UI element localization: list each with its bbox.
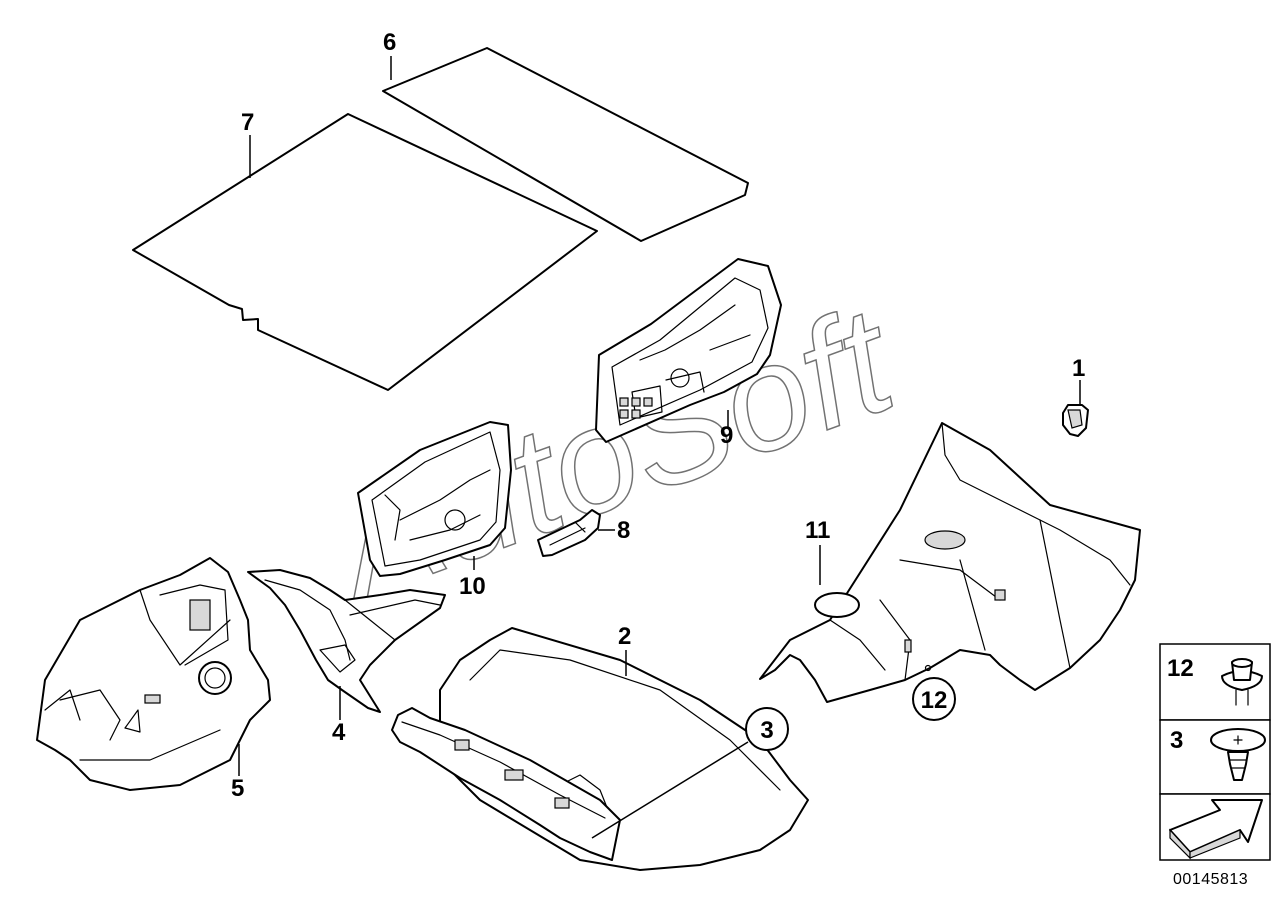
callout-4[interactable]: 4 bbox=[332, 719, 346, 746]
part-2-trunk-floor-mat[interactable] bbox=[391, 627, 809, 871]
callout-9[interactable]: 9 bbox=[720, 422, 733, 449]
callout-6[interactable]: 6 bbox=[383, 29, 396, 56]
part-11-wheel-arch-insulation[interactable] bbox=[759, 422, 1141, 703]
part-10-rear-door-insulation[interactable] bbox=[357, 421, 512, 577]
callout-2[interactable]: 2 bbox=[618, 623, 631, 650]
small-parts-legend: 12 3 bbox=[1159, 643, 1271, 861]
callout-1[interactable]: 1 bbox=[1072, 355, 1085, 382]
part-4-bulkhead-insulation[interactable] bbox=[247, 569, 446, 713]
direction-arrow-icon bbox=[1169, 799, 1263, 860]
callout-12[interactable]: 12 bbox=[921, 687, 948, 714]
leader-3 bbox=[591, 741, 749, 839]
callout-11[interactable]: 11 bbox=[805, 517, 830, 544]
callout-3-circle bbox=[745, 707, 789, 751]
part-7-roof-insulation[interactable] bbox=[132, 113, 598, 391]
expanding-rivet-icon bbox=[1210, 728, 1266, 781]
callout-10[interactable]: 10 bbox=[459, 573, 486, 600]
callout-5[interactable]: 5 bbox=[231, 775, 244, 802]
push-nut-icon bbox=[1221, 658, 1263, 706]
part-8-bracket[interactable] bbox=[537, 509, 601, 557]
watermark: AutoSoft bbox=[305, 273, 917, 634]
callout-12-circle bbox=[912, 677, 956, 721]
part-1-clip[interactable] bbox=[1062, 404, 1089, 437]
leader-lines bbox=[238, 56, 1081, 839]
callouts: 6 7 9 10 8 1 11 2 4 5 3 12 bbox=[231, 29, 1085, 802]
part-9-front-door-insulation[interactable] bbox=[595, 258, 782, 443]
document-id: 00145813 bbox=[1173, 871, 1248, 888]
part-5-front-wheel-arch[interactable] bbox=[36, 557, 271, 791]
callout-3[interactable]: 3 bbox=[760, 717, 773, 744]
callout-7[interactable]: 7 bbox=[241, 109, 254, 136]
legend-label-3: 3 bbox=[1170, 727, 1183, 754]
part-6-roof-insulation[interactable] bbox=[382, 47, 749, 242]
legend-label-12: 12 bbox=[1167, 655, 1194, 682]
callout-8[interactable]: 8 bbox=[617, 517, 630, 544]
watermark-text: AutoSoft bbox=[306, 274, 917, 633]
